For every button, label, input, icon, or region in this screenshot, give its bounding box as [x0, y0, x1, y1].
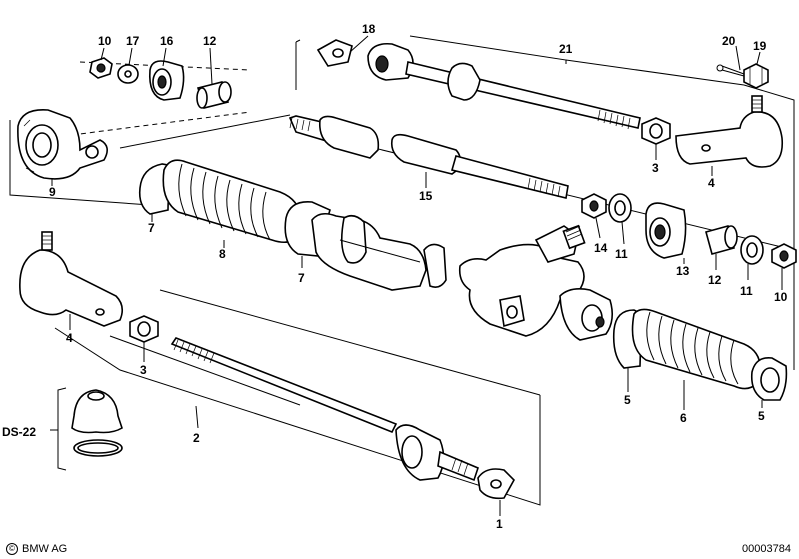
callout-4-lower: 4 — [66, 331, 73, 345]
group-outlines — [9, 35, 795, 506]
part-13-bushing — [645, 202, 687, 264]
callout-10-right: 10 — [774, 290, 788, 304]
callout-5-right: 5 — [758, 409, 765, 423]
part-20-cotter-pin — [716, 45, 745, 77]
callout-17: 17 — [126, 34, 140, 48]
callout-21: 21 — [559, 42, 573, 56]
part-3-locknut-lower — [129, 315, 159, 362]
callout-12-mid: 12 — [708, 273, 722, 287]
callout-6: 6 — [680, 411, 687, 425]
part-11-washer-right — [740, 235, 764, 280]
part-17-washer-top — [117, 47, 139, 84]
brand-text: BMW AG — [22, 543, 68, 555]
part-12-sleeve-top — [196, 47, 232, 109]
callout-14: 14 — [594, 241, 608, 255]
callout-1: 1 — [496, 517, 503, 531]
part-8-boot-left — [162, 159, 301, 248]
callout-10-top: 10 — [98, 34, 112, 48]
part-1-lock-plate — [477, 468, 515, 516]
callout-4-upper: 4 — [708, 176, 715, 190]
part-11-washer-mid — [608, 193, 632, 245]
callout-labels: 10 17 16 12 18 21 20 19 9 7 8 15 7 3 4 1… — [2, 22, 788, 531]
callout-ds22: DS-22 — [2, 425, 36, 439]
steering-gear-housing — [311, 212, 614, 341]
callout-19: 19 — [753, 39, 767, 53]
part-2-inner-tie-rod-lower — [170, 337, 479, 482]
diagram-number: 00003784 — [742, 543, 791, 555]
callout-13: 13 — [676, 264, 690, 278]
copyright-icon: © — [6, 543, 18, 555]
callout-3-upper: 3 — [652, 161, 659, 175]
part-10-nut-top — [89, 47, 113, 79]
part-4-tie-rod-end-upper — [675, 95, 784, 176]
part-9-bracket — [17, 109, 108, 186]
part-6-boot-right — [631, 308, 761, 410]
callout-16: 16 — [160, 34, 174, 48]
part-12-sleeve-mid — [705, 225, 738, 270]
part-14-nut — [581, 193, 607, 239]
callout-18: 18 — [362, 22, 376, 36]
part-5-clamp-right-b — [750, 356, 788, 408]
callout-2: 2 — [193, 431, 200, 445]
callout-8: 8 — [219, 247, 226, 261]
callout-15: 15 — [419, 189, 433, 203]
part-10-nut-right — [771, 243, 797, 290]
callout-3-lower: 3 — [140, 363, 147, 377]
part-15-rack — [288, 115, 569, 199]
callout-12-top: 12 — [203, 34, 217, 48]
copyright-footer: © BMW AG — [6, 543, 67, 555]
part-4-tie-rod-end-lower — [19, 231, 124, 330]
callout-9: 9 — [49, 185, 56, 199]
callout-20: 20 — [722, 34, 736, 48]
callout-11-right: 11 — [740, 284, 753, 298]
part-21-inner-tie-rod — [367, 42, 641, 130]
part-ds22-dust-cap — [50, 387, 123, 471]
callout-11-mid: 11 — [615, 247, 628, 261]
part-18-lock-washer — [316, 35, 369, 67]
callout-7-mid: 7 — [298, 271, 305, 285]
callout-5-left: 5 — [624, 393, 631, 407]
part-19-castle-nut — [743, 51, 769, 89]
part-16-bushing-top — [148, 47, 185, 101]
callout-7-left: 7 — [148, 221, 155, 235]
part-3-locknut-upper — [641, 117, 671, 160]
